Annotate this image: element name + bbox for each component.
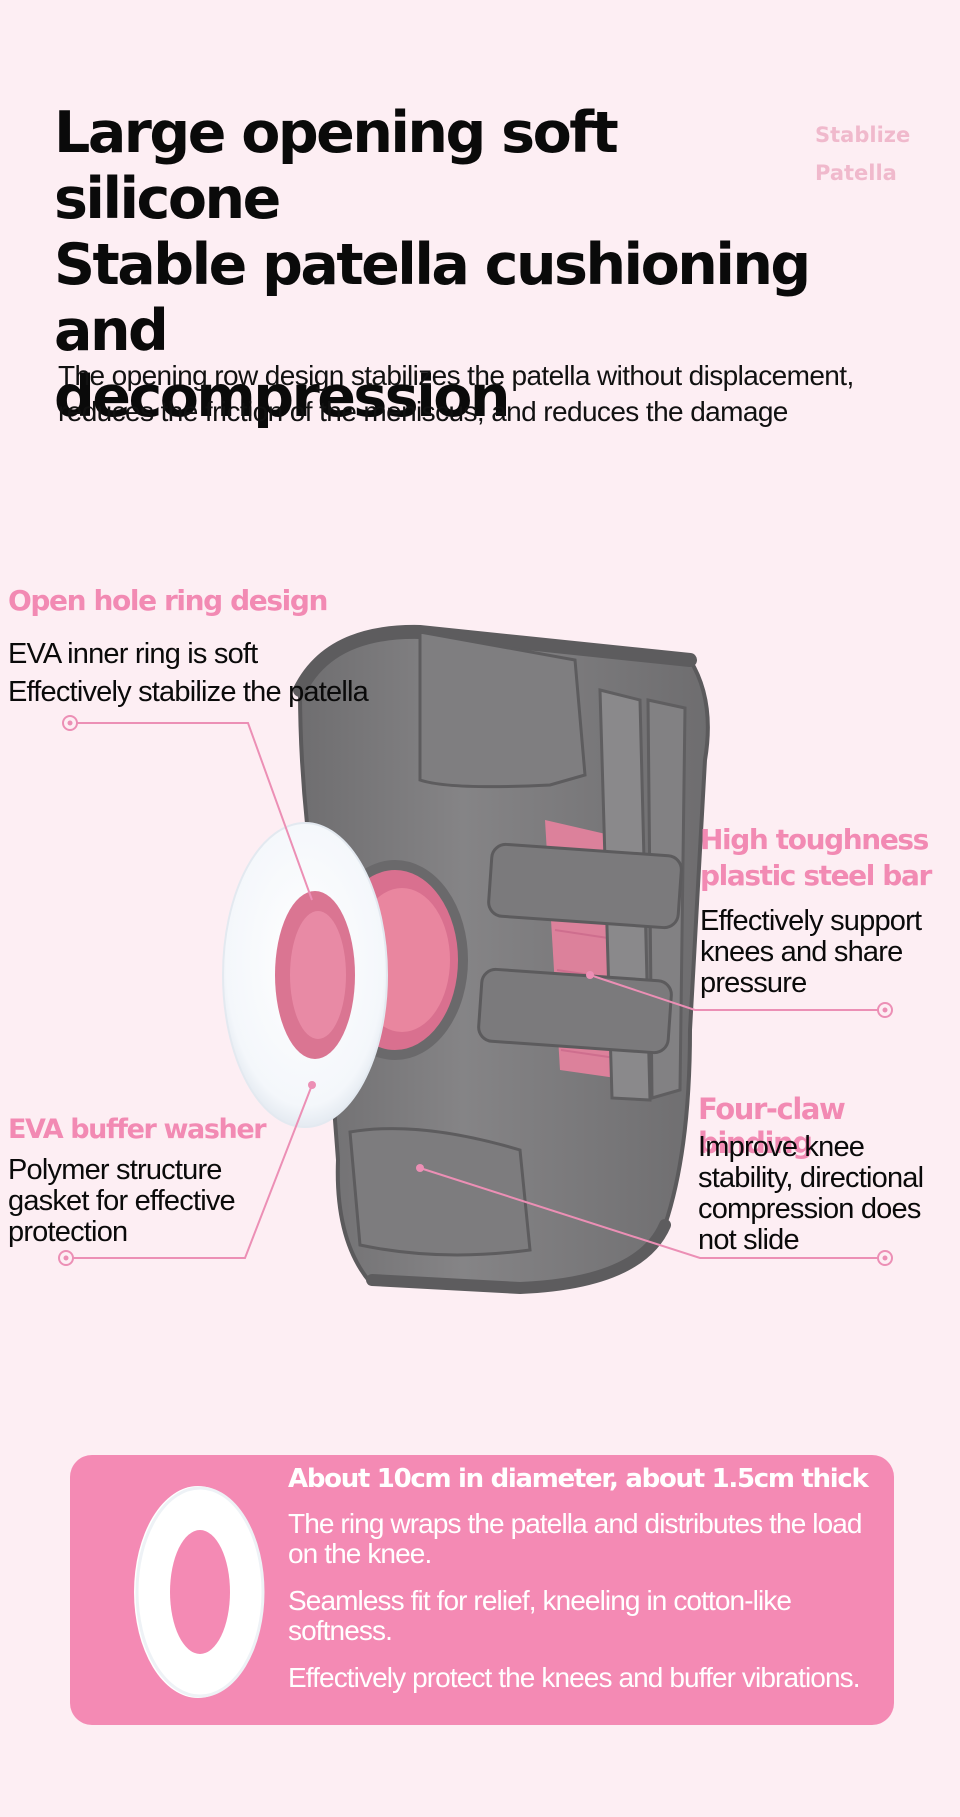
side-strap-lower — [477, 967, 673, 1055]
callout-four-claw-text: Improve knee stability, directional comp… — [698, 1132, 958, 1256]
lower-strap — [348, 1127, 532, 1257]
heading-line: plastic steel bar — [700, 859, 932, 892]
callout-buffer-washer-text: Polymer structure gasket for effective p… — [8, 1155, 308, 1248]
banner-line: Seamless fit for relief, kneeling in cot… — [288, 1585, 792, 1646]
callout-line: not slide — [698, 1224, 800, 1256]
leader-line-steel-bar — [589, 974, 885, 1011]
title-line: decompression — [54, 364, 511, 430]
title-line: Stable patella cushioning and — [54, 232, 811, 364]
brace-top-strap — [418, 630, 587, 789]
callout-line: stability, directional — [698, 1162, 924, 1194]
title-line: Large opening soft silicone — [54, 100, 619, 232]
watermark-line: Stablize — [815, 123, 911, 147]
callout-line: compression does — [698, 1193, 921, 1225]
banner-line: The ring wraps the patella and distribut… — [288, 1508, 862, 1569]
callout-line: EVA inner ring is soft — [8, 638, 258, 670]
leader-line-buffer-washer — [66, 1084, 313, 1259]
side-strap-upper — [487, 842, 683, 930]
intro-paragraph: The opening row design stabilizes the pa… — [58, 360, 854, 427]
callout-line: knees and share — [700, 936, 903, 968]
brace-top-edge — [293, 624, 697, 697]
callout-four-claw-heading: Four-claw binding — [698, 1092, 846, 1160]
page-title: Large opening soft silicone Stable patel… — [54, 100, 854, 430]
callout-open-hole-heading: Open hole ring design — [8, 584, 328, 617]
callout-steel-bar-text: Effectively support knees and share pres… — [700, 906, 950, 999]
banner-title: About 10cm in diameter, about 1.5cm thic… — [288, 1464, 869, 1494]
callout-line: pressure — [700, 967, 807, 999]
callout-buffer-washer-heading: EVA buffer washer — [8, 1114, 267, 1145]
callout-line: gasket for effective — [8, 1185, 236, 1217]
watermark-line: Patella — [815, 161, 897, 185]
watermark-text: Stablize Patella — [815, 116, 925, 192]
callout-open-hole-text: EVA inner ring is soft Effectively stabi… — [8, 635, 428, 711]
callout-line: Effectively stabilize the patella — [8, 676, 369, 708]
leader-line-open-hole — [70, 722, 313, 901]
callout-line: protection — [8, 1216, 128, 1248]
leader-line-four-claw — [419, 1167, 885, 1259]
callout-line: Polymer structure — [8, 1154, 222, 1186]
brace-bottom-edge — [366, 1219, 671, 1295]
heading-line: High toughness — [700, 823, 929, 856]
callout-steel-bar-heading: High toughness plastic steel bar — [700, 822, 950, 894]
callout-line: Effectively support — [700, 905, 922, 937]
callout-line: Improve knee — [698, 1131, 865, 1163]
banner-line: Effectively protect the knees and buffer… — [288, 1662, 861, 1693]
